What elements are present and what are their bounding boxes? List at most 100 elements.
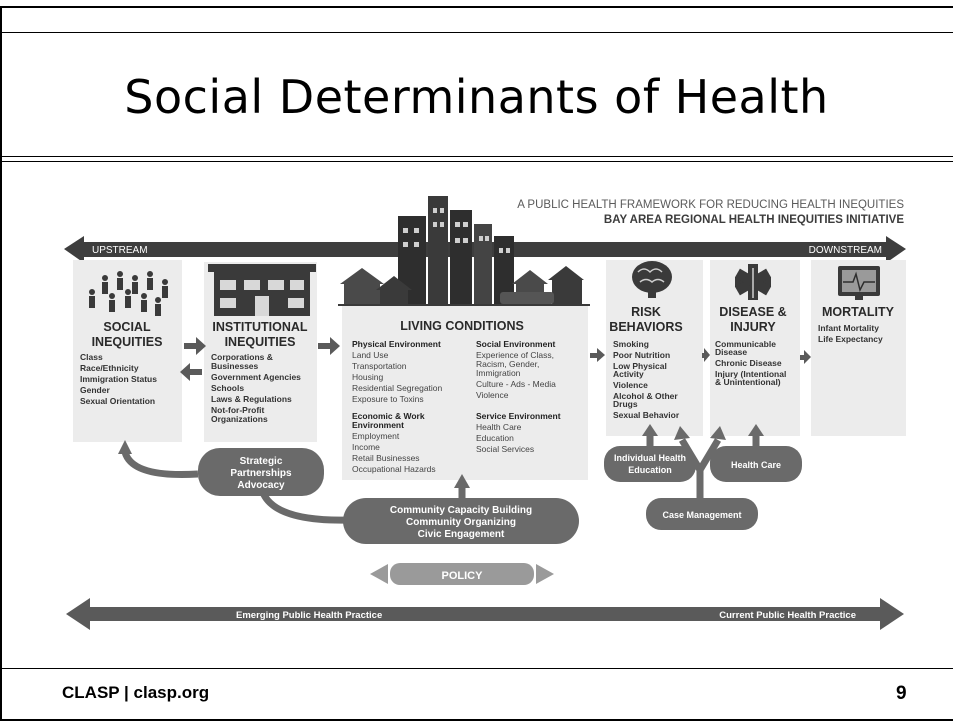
upstream-label: UPSTREAM xyxy=(92,245,148,256)
economic-environment-heading-2: Environment xyxy=(352,420,404,430)
service-environment-item: Health Care xyxy=(476,422,522,432)
strategic-partnerships-pill xyxy=(198,448,324,496)
risk-behaviors-item: Drugs xyxy=(613,399,638,409)
divider-top xyxy=(0,32,953,33)
social-inequities-item: Class xyxy=(80,352,103,362)
risk-behaviors-title-2: BEHAVIORS xyxy=(609,320,682,334)
institutional-inequities-title-2: INEQUITIES xyxy=(225,335,296,349)
institutional-inequities-item: Corporations & xyxy=(211,352,273,362)
divider-title-2 xyxy=(0,161,953,162)
building-icon xyxy=(208,264,316,316)
page-number: 9 xyxy=(896,683,907,704)
physical-environment-item: Residential Segregation xyxy=(352,383,443,393)
heart-monitor-icon xyxy=(838,266,880,300)
mortality-item: Infant Mortality xyxy=(818,323,879,333)
social-inequities-item: Gender xyxy=(80,385,110,395)
institutional-inequities-item: Not-for-Profit xyxy=(211,405,265,415)
economic-environment-item: Employment xyxy=(352,431,400,441)
case-management-label: Case Management xyxy=(662,510,741,520)
risk-behaviors-item: Poor Nutrition xyxy=(613,350,670,360)
physical-environment-item: Housing xyxy=(352,372,383,382)
policy-label: POLICY xyxy=(442,570,484,582)
physical-environment-item: Transportation xyxy=(352,361,407,371)
economic-environment-heading-1: Economic & Work xyxy=(352,411,425,421)
health-care-pill xyxy=(710,446,802,482)
risk-behaviors-item: Low Physical xyxy=(613,361,667,371)
social-inequities-item: Race/Ethnicity xyxy=(80,363,139,373)
institutional-inequities-item: Government Agencies xyxy=(211,372,301,382)
disease-injury-item: Injury (Intentional xyxy=(715,369,786,379)
disease-injury-item: Chronic Disease xyxy=(715,358,782,368)
medical-star-icon xyxy=(734,264,772,300)
individual-health-line: Individual Health xyxy=(614,453,686,463)
policy-arrow xyxy=(370,563,554,585)
living-conditions-title: LIVING CONDITIONS xyxy=(400,319,524,333)
social-inequities-title-1: SOCIAL xyxy=(103,320,151,334)
community-line: Community Capacity Building xyxy=(390,505,532,516)
service-environment-item: Social Services xyxy=(476,444,534,454)
individual-health-line: Education xyxy=(628,465,672,475)
slide-title: Social Determinants of Health xyxy=(124,70,829,124)
institutional-inequities-item: Laws & Regulations xyxy=(211,394,292,404)
bidirectional-arrows xyxy=(180,337,811,381)
risk-behaviors-item: Violence xyxy=(613,380,648,390)
individual-health-pill xyxy=(604,446,696,482)
disease-injury-title-2: INJURY xyxy=(730,320,776,334)
social-environment-item: Immigration xyxy=(476,368,521,378)
social-inequities-item: Sexual Orientation xyxy=(80,396,155,406)
physical-environment-item: Exposure to Toxins xyxy=(352,394,424,404)
physical-environment-item: Land Use xyxy=(352,350,389,360)
disease-injury-title-1: DISEASE & xyxy=(719,305,786,319)
risk-behaviors-item: Sexual Behavior xyxy=(613,410,680,420)
economic-environment-item: Income xyxy=(352,442,380,452)
divider-title-1 xyxy=(0,156,953,157)
physical-environment-heading: Physical Environment xyxy=(352,339,441,349)
community-line: Civic Engagement xyxy=(418,529,505,540)
risk-behaviors-item: Smoking xyxy=(613,339,649,349)
institutional-inequities-title-1: INSTITUTIONAL xyxy=(212,320,307,334)
disease-injury-item: & Unintentional) xyxy=(715,377,781,387)
health-care-label: Health Care xyxy=(731,460,781,470)
slide-frame xyxy=(0,6,953,721)
institutional-inequities-item: Businesses xyxy=(211,361,259,371)
social-environment-item: Racism, Gender, xyxy=(476,359,539,369)
community-capacity-pill xyxy=(343,498,579,544)
strategic-line: Advocacy xyxy=(237,480,285,491)
practice-arrow xyxy=(66,598,904,630)
disease-injury-item: Communicable xyxy=(715,339,776,349)
risk-behaviors-item: Activity xyxy=(613,369,644,379)
mortality-title: MORTALITY xyxy=(822,305,895,319)
economic-environment-item: Retail Businesses xyxy=(352,453,420,463)
diagram-header-2: BAY AREA REGIONAL HEALTH INEQUITIES INIT… xyxy=(604,214,904,226)
city-skyline-icon xyxy=(338,196,590,306)
social-inequities-item: Immigration Status xyxy=(80,374,157,384)
social-environment-item: Experience of Class, xyxy=(476,350,554,360)
case-management-pill xyxy=(646,498,758,530)
strategic-line: Partnerships xyxy=(230,468,292,479)
disease-injury-item: Disease xyxy=(715,347,747,357)
diagram-header-1: A PUBLIC HEALTH FRAMEWORK FOR REDUCING H… xyxy=(517,199,904,211)
service-environment-item: Education xyxy=(476,433,514,443)
mortality-item: Life Expectancy xyxy=(818,334,883,344)
current-practice-label: Current Public Health Practice xyxy=(719,610,856,621)
economic-environment-item: Occupational Hazards xyxy=(352,464,436,474)
brain-icon xyxy=(632,261,672,298)
service-environment-heading: Service Environment xyxy=(476,411,561,421)
living-conditions-box xyxy=(342,306,588,480)
community-line: Community Organizing xyxy=(406,517,516,528)
strategic-line: Strategic xyxy=(240,456,283,467)
people-icon xyxy=(89,271,168,316)
institutional-inequities-item: Organizations xyxy=(211,414,268,424)
emerging-practice-label: Emerging Public Health Practice xyxy=(236,610,382,621)
social-environment-item: Culture - Ads - Media xyxy=(476,379,556,389)
social-environment-heading: Social Environment xyxy=(476,339,556,349)
institutional-inequities-item: Schools xyxy=(211,383,244,393)
risk-behaviors-item: Alcohol & Other xyxy=(613,391,678,401)
risk-behaviors-title-1: RISK xyxy=(631,305,661,319)
footer-source: CLASP | clasp.org xyxy=(62,683,210,702)
social-environment-item: Violence xyxy=(476,390,509,400)
downstream-label: DOWNSTREAM xyxy=(809,245,882,256)
social-inequities-title-2: INEQUITIES xyxy=(92,335,163,349)
divider-footer xyxy=(0,668,953,669)
